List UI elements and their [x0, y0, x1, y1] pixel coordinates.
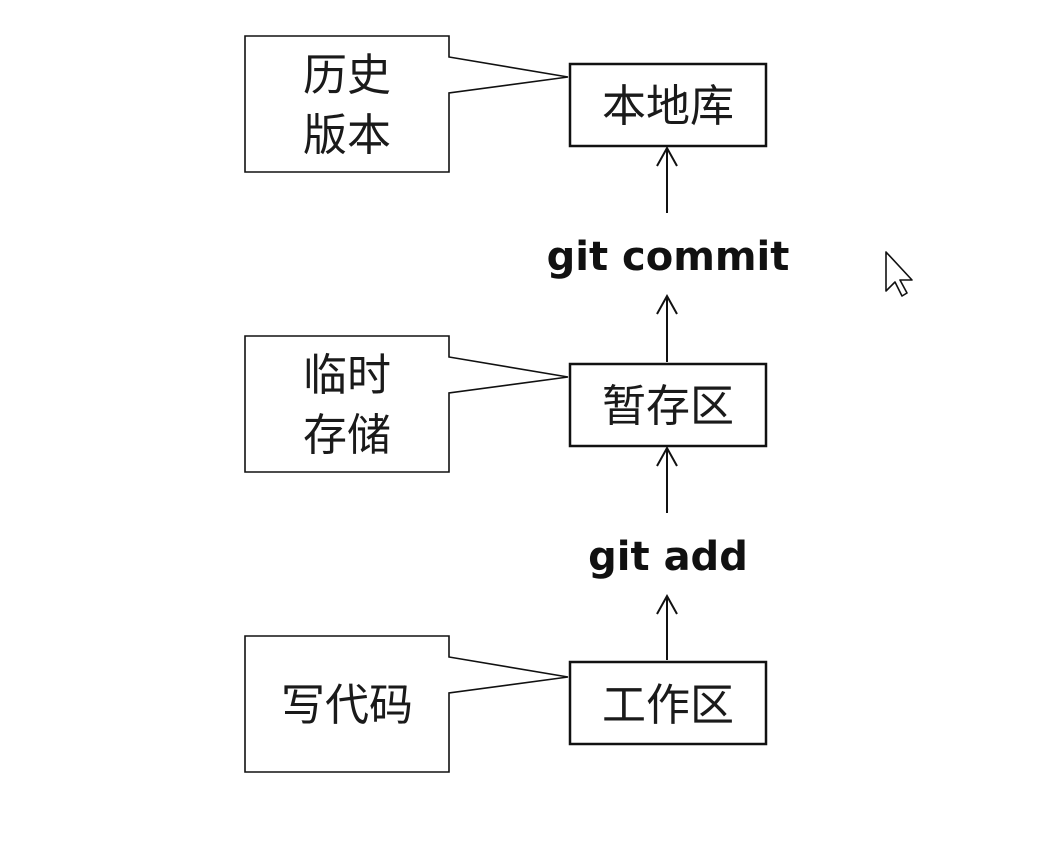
note-callout-history: [244, 35, 569, 173]
command-git-commit: git commit: [547, 234, 790, 280]
command-git-add: git add: [588, 534, 748, 580]
note-history-line-2: 版本: [303, 110, 391, 161]
stage-label-working-dir: 工作区: [602, 680, 734, 731]
stage-label-staging-area: 暂存区: [602, 381, 734, 432]
stage-label-local-repo: 本地库: [602, 81, 734, 132]
mouse-cursor-icon: [885, 251, 913, 297]
arrow-up-from-git-add: [656, 593, 678, 660]
note-write-code-line-1: 写代码: [281, 680, 413, 731]
note-temp-storage-line-1: 临时: [303, 350, 391, 401]
note-callout-temp-storage: [244, 335, 569, 473]
stage-box-local-repo: [568, 62, 768, 148]
arrow-up-to-staging-area: [656, 445, 678, 513]
arrow-up-from-git-commit-to-staging: [656, 293, 678, 362]
stage-box-working-dir: [568, 660, 768, 746]
note-temp-storage-line-2: 存储: [303, 410, 391, 461]
note-callout-write-code: [244, 635, 569, 773]
stage-box-staging-area: [568, 362, 768, 448]
arrow-up-to-local-repo: [656, 145, 678, 213]
note-history-line-1: 历史: [303, 50, 391, 101]
